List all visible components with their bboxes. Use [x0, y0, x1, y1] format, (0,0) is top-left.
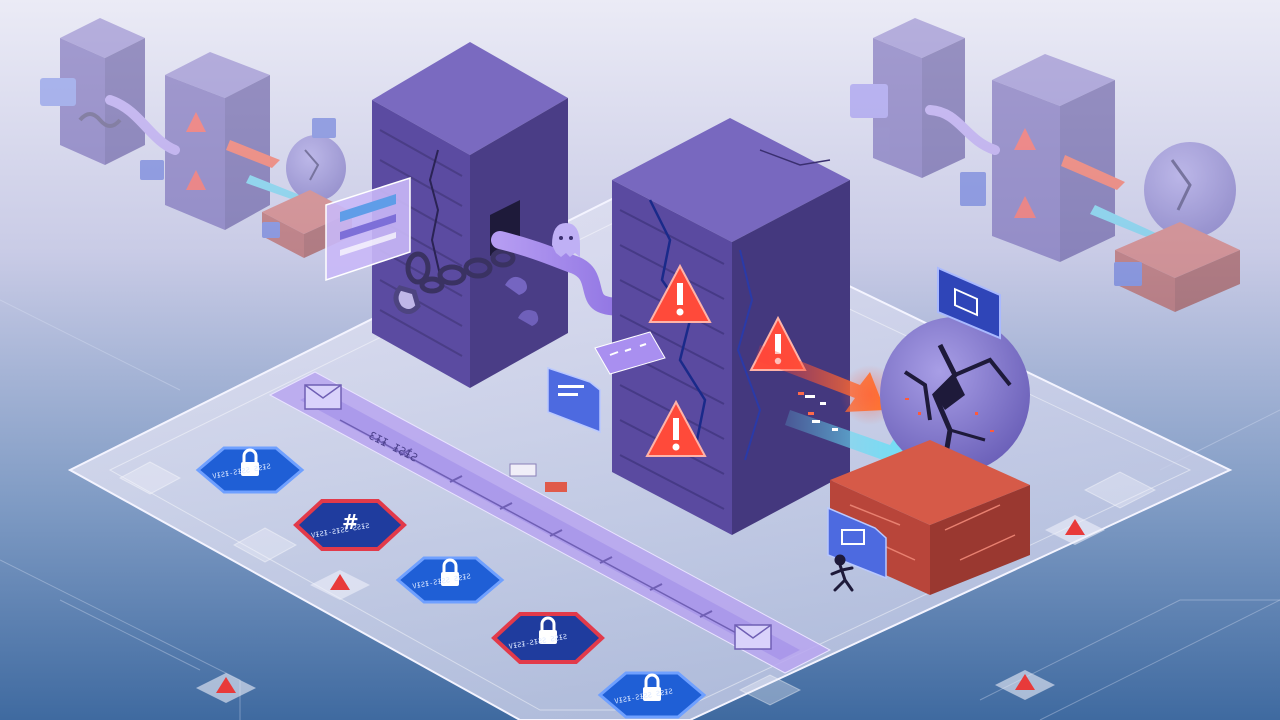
beam-cyan: [1090, 205, 1160, 240]
warning-icon: [310, 570, 370, 600]
hash-icon: #: [342, 510, 359, 534]
server-main-left: [372, 42, 568, 388]
background-cluster-left: [40, 18, 352, 258]
server-small-3: [873, 18, 965, 178]
warning-icon: [186, 170, 206, 190]
folder-icon: [40, 78, 76, 106]
folder-icon: [140, 160, 164, 180]
server-small-2: [165, 52, 270, 230]
server-main-right: [612, 118, 850, 535]
ghost-icon: [518, 310, 539, 326]
red-block: [1115, 222, 1240, 278]
hose: [925, 105, 1000, 155]
shield-lock-icon: VƗƧƗ-ƧƗƧƧ ƧƧƗƧ: [597, 671, 707, 719]
folder-icon: [262, 222, 280, 238]
beam-red: [226, 140, 280, 168]
cracked-egg-icon: [1144, 142, 1236, 238]
ghost-icon: [505, 276, 527, 295]
warning-icon: [196, 673, 256, 703]
warning-icon: [995, 670, 1055, 700]
beam-cyan: [785, 392, 915, 475]
floor-tiles: [118, 461, 1157, 706]
beam-red: [1061, 155, 1125, 190]
crack: [736, 249, 762, 461]
server-small-1: [60, 18, 145, 165]
background-cluster-right: [850, 18, 1240, 312]
warning-icon: [186, 112, 206, 132]
warning-icon: [645, 399, 707, 457]
marker-tag: [509, 463, 537, 477]
folder-icon: [312, 118, 336, 138]
cracked-egg-icon: [880, 317, 1030, 473]
floating-panel: [325, 176, 411, 282]
server-small-4: [992, 54, 1115, 262]
shield-lock-icon: VƗƧƗ-ƧƗƧƧ ƧƧƗƧ: [195, 446, 305, 494]
folder-icon: [1114, 262, 1142, 286]
floor-grid: [0, 299, 1280, 720]
data-chip: [594, 331, 666, 375]
warning-icon: [1045, 515, 1105, 545]
warning-icon: [1014, 196, 1036, 218]
beam-cyan: [246, 175, 300, 200]
hash-shield: # VƗƧƗ-ƧƗƧƧ ƧƧƗƧ: [293, 499, 407, 551]
chain-link-icon: [78, 112, 122, 128]
folder-icon: [960, 172, 986, 206]
shield-lock-icon: VƗƧƗ-ƧƗƧƧ ƧƧƗƧ: [395, 556, 505, 604]
running-figure-icon: [830, 554, 854, 592]
timeline: ƐƗƗ ƗƧƗƧ: [268, 371, 832, 674]
folder-icon: [850, 84, 888, 118]
envelope-icon: [734, 624, 772, 650]
warning-icon: [648, 263, 712, 323]
ghost-icon: [552, 223, 580, 257]
chain-link-icon: [393, 248, 516, 314]
red-block: [262, 190, 352, 234]
folder-icon: [547, 366, 601, 434]
envelope-icon: [304, 384, 342, 410]
hose: [105, 95, 180, 155]
warning-icon: [1014, 128, 1036, 150]
monitor-icon: [937, 266, 1001, 340]
shield-lock-icon: VƗƧƗ-ƧƗƧƧ ƧƧƗƧ: [491, 612, 605, 664]
